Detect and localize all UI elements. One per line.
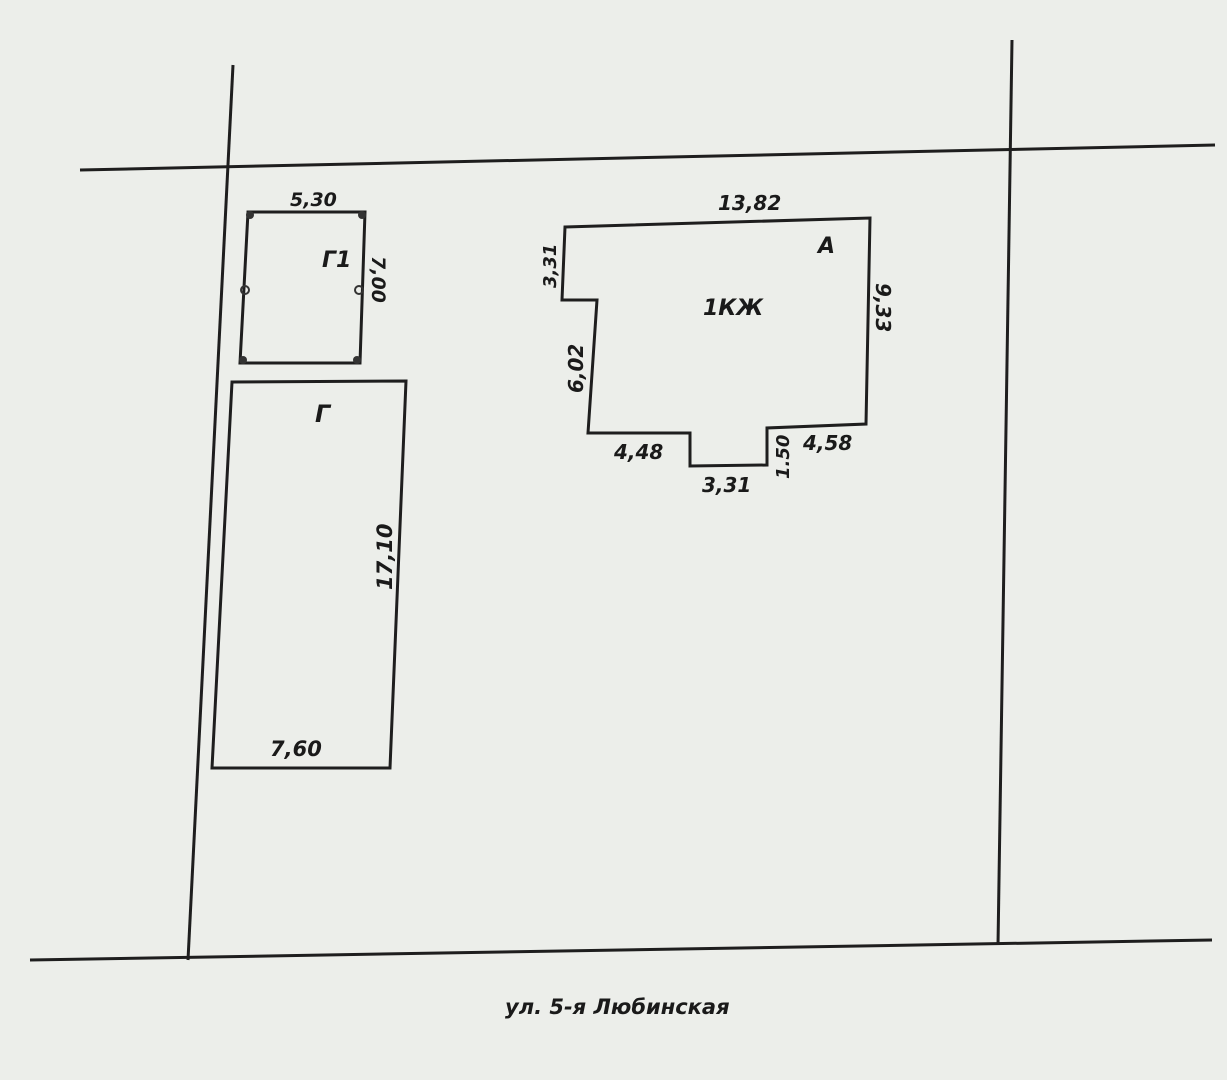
house-a-dim-top: 13,82 bbox=[718, 191, 781, 215]
shed-g: Г 17,10 7,60 bbox=[210, 379, 408, 770]
shed-g1-outline bbox=[238, 210, 367, 365]
house-a-outline bbox=[560, 216, 872, 468]
house-a: А 1КЖ 13,82 9,33 3,31 6,02 4,48 3,31 1.5… bbox=[540, 191, 895, 497]
street-label: ул. 5-я Любинская bbox=[505, 995, 730, 1019]
boundary-top bbox=[79, 143, 1216, 172]
shed-g-dim-right: 17,10 bbox=[373, 524, 397, 590]
house-a-dim-bottom-right: 4,58 bbox=[802, 431, 852, 455]
shed-g1-post bbox=[239, 356, 247, 364]
shed-g-dim-bottom: 7,60 bbox=[270, 737, 322, 761]
shed-g1-post bbox=[240, 285, 250, 295]
house-a-dim-bottom-left: 4,48 bbox=[613, 440, 663, 464]
shed-g1-post bbox=[246, 211, 254, 219]
house-a-dim-bottom-middle: 3,31 bbox=[702, 473, 751, 497]
shed-g1-dim-top: 5,30 bbox=[290, 189, 337, 211]
boundary-left bbox=[186, 64, 235, 961]
house-a-letter: А bbox=[816, 234, 835, 259]
shed-g1: Г1 5,30 7,00 bbox=[238, 189, 389, 365]
house-a-dim-left: 6,02 bbox=[564, 344, 588, 393]
shed-g1-post bbox=[358, 211, 366, 219]
house-a-dim-bottom-step: 1.50 bbox=[773, 435, 794, 479]
shed-g1-post bbox=[354, 285, 364, 295]
boundary-right bbox=[996, 39, 1014, 946]
shed-g-letter: Г bbox=[315, 400, 332, 428]
shed-g1-letter: Г1 bbox=[322, 248, 351, 273]
shed-g-outline bbox=[210, 379, 408, 770]
boundary-bottom bbox=[29, 938, 1213, 962]
shed-g1-post bbox=[353, 356, 361, 364]
house-a-dim-left-notch: 3,31 bbox=[540, 244, 561, 288]
shed-g1-dim-right: 7,00 bbox=[367, 256, 389, 303]
house-a-dim-right: 9,33 bbox=[871, 283, 895, 332]
house-a-type: 1КЖ bbox=[703, 296, 764, 321]
